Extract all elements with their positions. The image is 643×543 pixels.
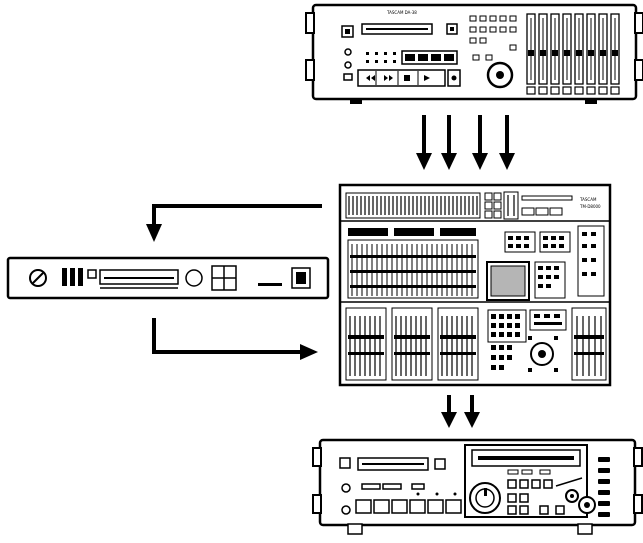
multitrack-recorder: TASCAM DA-38 (305, 3, 643, 104)
mixing-console: TASCAM TM-D8000 (338, 183, 612, 387)
console-to-master-arrows (441, 395, 480, 428)
effects-processor (6, 256, 330, 300)
console-model-label: TM-D8000 (579, 204, 601, 209)
console-to-processor-arrow (146, 204, 322, 242)
console-brand-label: TASCAM (579, 197, 597, 202)
recorder-to-console-arrows (416, 115, 515, 170)
recorder-brand-label: TASCAM DA-38 (386, 10, 417, 15)
processor-to-console-arrow (152, 318, 318, 360)
master-recorder (312, 438, 643, 535)
